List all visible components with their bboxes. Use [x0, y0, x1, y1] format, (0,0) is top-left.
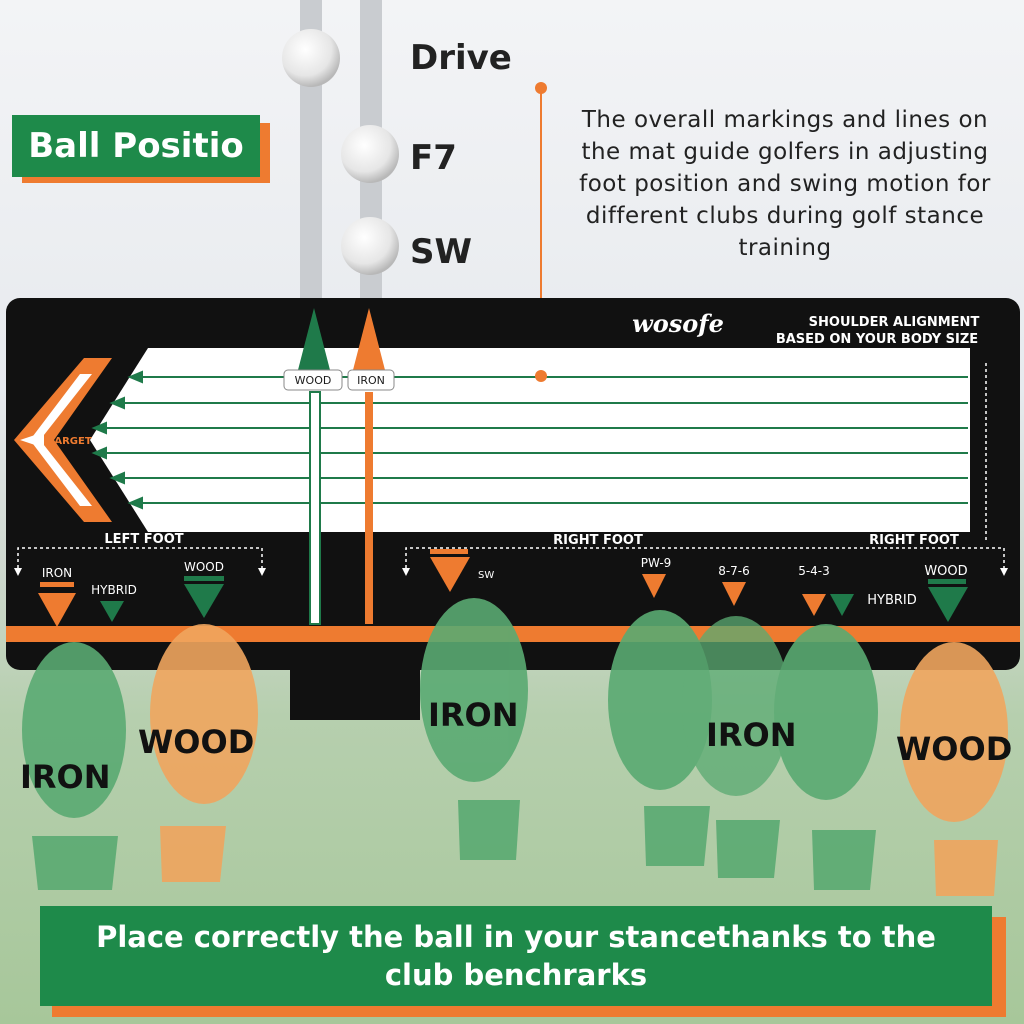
- club-label-sw: SW: [410, 232, 472, 272]
- footprint-iron-right-3: [774, 624, 878, 800]
- wood-arrow-head: [298, 308, 330, 370]
- foot-label-iron-left: IRON: [20, 758, 111, 796]
- foot-label-iron-right: IRON: [706, 716, 797, 754]
- iron-tag-label: IRON: [357, 374, 385, 387]
- shoulder-line-1: SHOULDER ALIGNMENT: [809, 315, 980, 330]
- target-arrow-head: [20, 432, 44, 448]
- footprint-iron-center: [420, 598, 528, 782]
- ball-position-badge: Ball Positio: [12, 115, 260, 177]
- wood-tag-label: WOOD: [295, 374, 332, 387]
- marker-wood-left: WOOD: [184, 560, 224, 574]
- callout-dot-top: [535, 82, 547, 94]
- target-chevron-inner: [30, 374, 92, 506]
- bottom-banner: Place correctly the ball in your stancet…: [40, 906, 992, 1006]
- footprints: [22, 598, 1008, 896]
- marker-iron: IRON: [42, 566, 72, 580]
- footprint-iron-right-1: [608, 610, 712, 790]
- footprint-iron-left: [22, 642, 126, 818]
- marker-wood-right: WOOD: [924, 564, 967, 579]
- wood-tag: [283, 369, 343, 391]
- wood-line: [309, 391, 321, 625]
- foot-label-wood-left: WOOD: [138, 723, 255, 761]
- golf-balls: [282, 29, 547, 300]
- bracket-arrows: [14, 568, 1008, 576]
- alignment-lines: [91, 370, 968, 510]
- foot-brackets: [17, 360, 1005, 568]
- iron-arrow-head: [353, 308, 385, 370]
- foot-label-iron-center: IRON: [428, 696, 519, 734]
- golf-ball-drive: [282, 29, 340, 87]
- marker-pw9: PW-9: [641, 556, 672, 570]
- iron-line: [365, 392, 373, 624]
- golf-ball-sw: [341, 217, 399, 275]
- club-markers: [38, 549, 968, 627]
- callout-dot-bottom: [535, 370, 547, 382]
- marker-hybrid-right: HYBRID: [867, 593, 917, 608]
- marker-hybrid-left: HYBRID: [91, 583, 137, 597]
- brand-logo: wosofe: [632, 309, 724, 338]
- marker-sw: SW: [478, 570, 494, 581]
- description-text: The overall markings and lines on the ma…: [579, 107, 991, 261]
- footprint-wood-left: [150, 624, 258, 804]
- shoulder-board: [90, 348, 970, 532]
- shoulder-line-2: BASED ON YOUR BODY SIZE: [776, 332, 978, 347]
- iron-tag: [347, 369, 395, 391]
- left-foot-label: LEFT FOOT: [104, 532, 183, 547]
- foot-label-wood-right: WOOD: [896, 730, 1013, 768]
- footprint-iron-right-2: [682, 616, 790, 796]
- marker-543: 5-4-3: [798, 564, 830, 578]
- club-label-drive: Drive: [410, 38, 512, 78]
- bottom-banner-text: Place correctly the ball in your stancet…: [96, 920, 936, 992]
- club-label-f7: F7: [410, 138, 457, 178]
- footprint-wood-right: [900, 642, 1008, 822]
- marker-876: 8-7-6: [718, 564, 750, 578]
- target-label: TARGET: [48, 436, 92, 447]
- golf-ball-f7: [341, 125, 399, 183]
- right-foot-label-2: RIGHT FOOT: [869, 533, 959, 548]
- right-foot-label-1: RIGHT FOOT: [553, 533, 643, 548]
